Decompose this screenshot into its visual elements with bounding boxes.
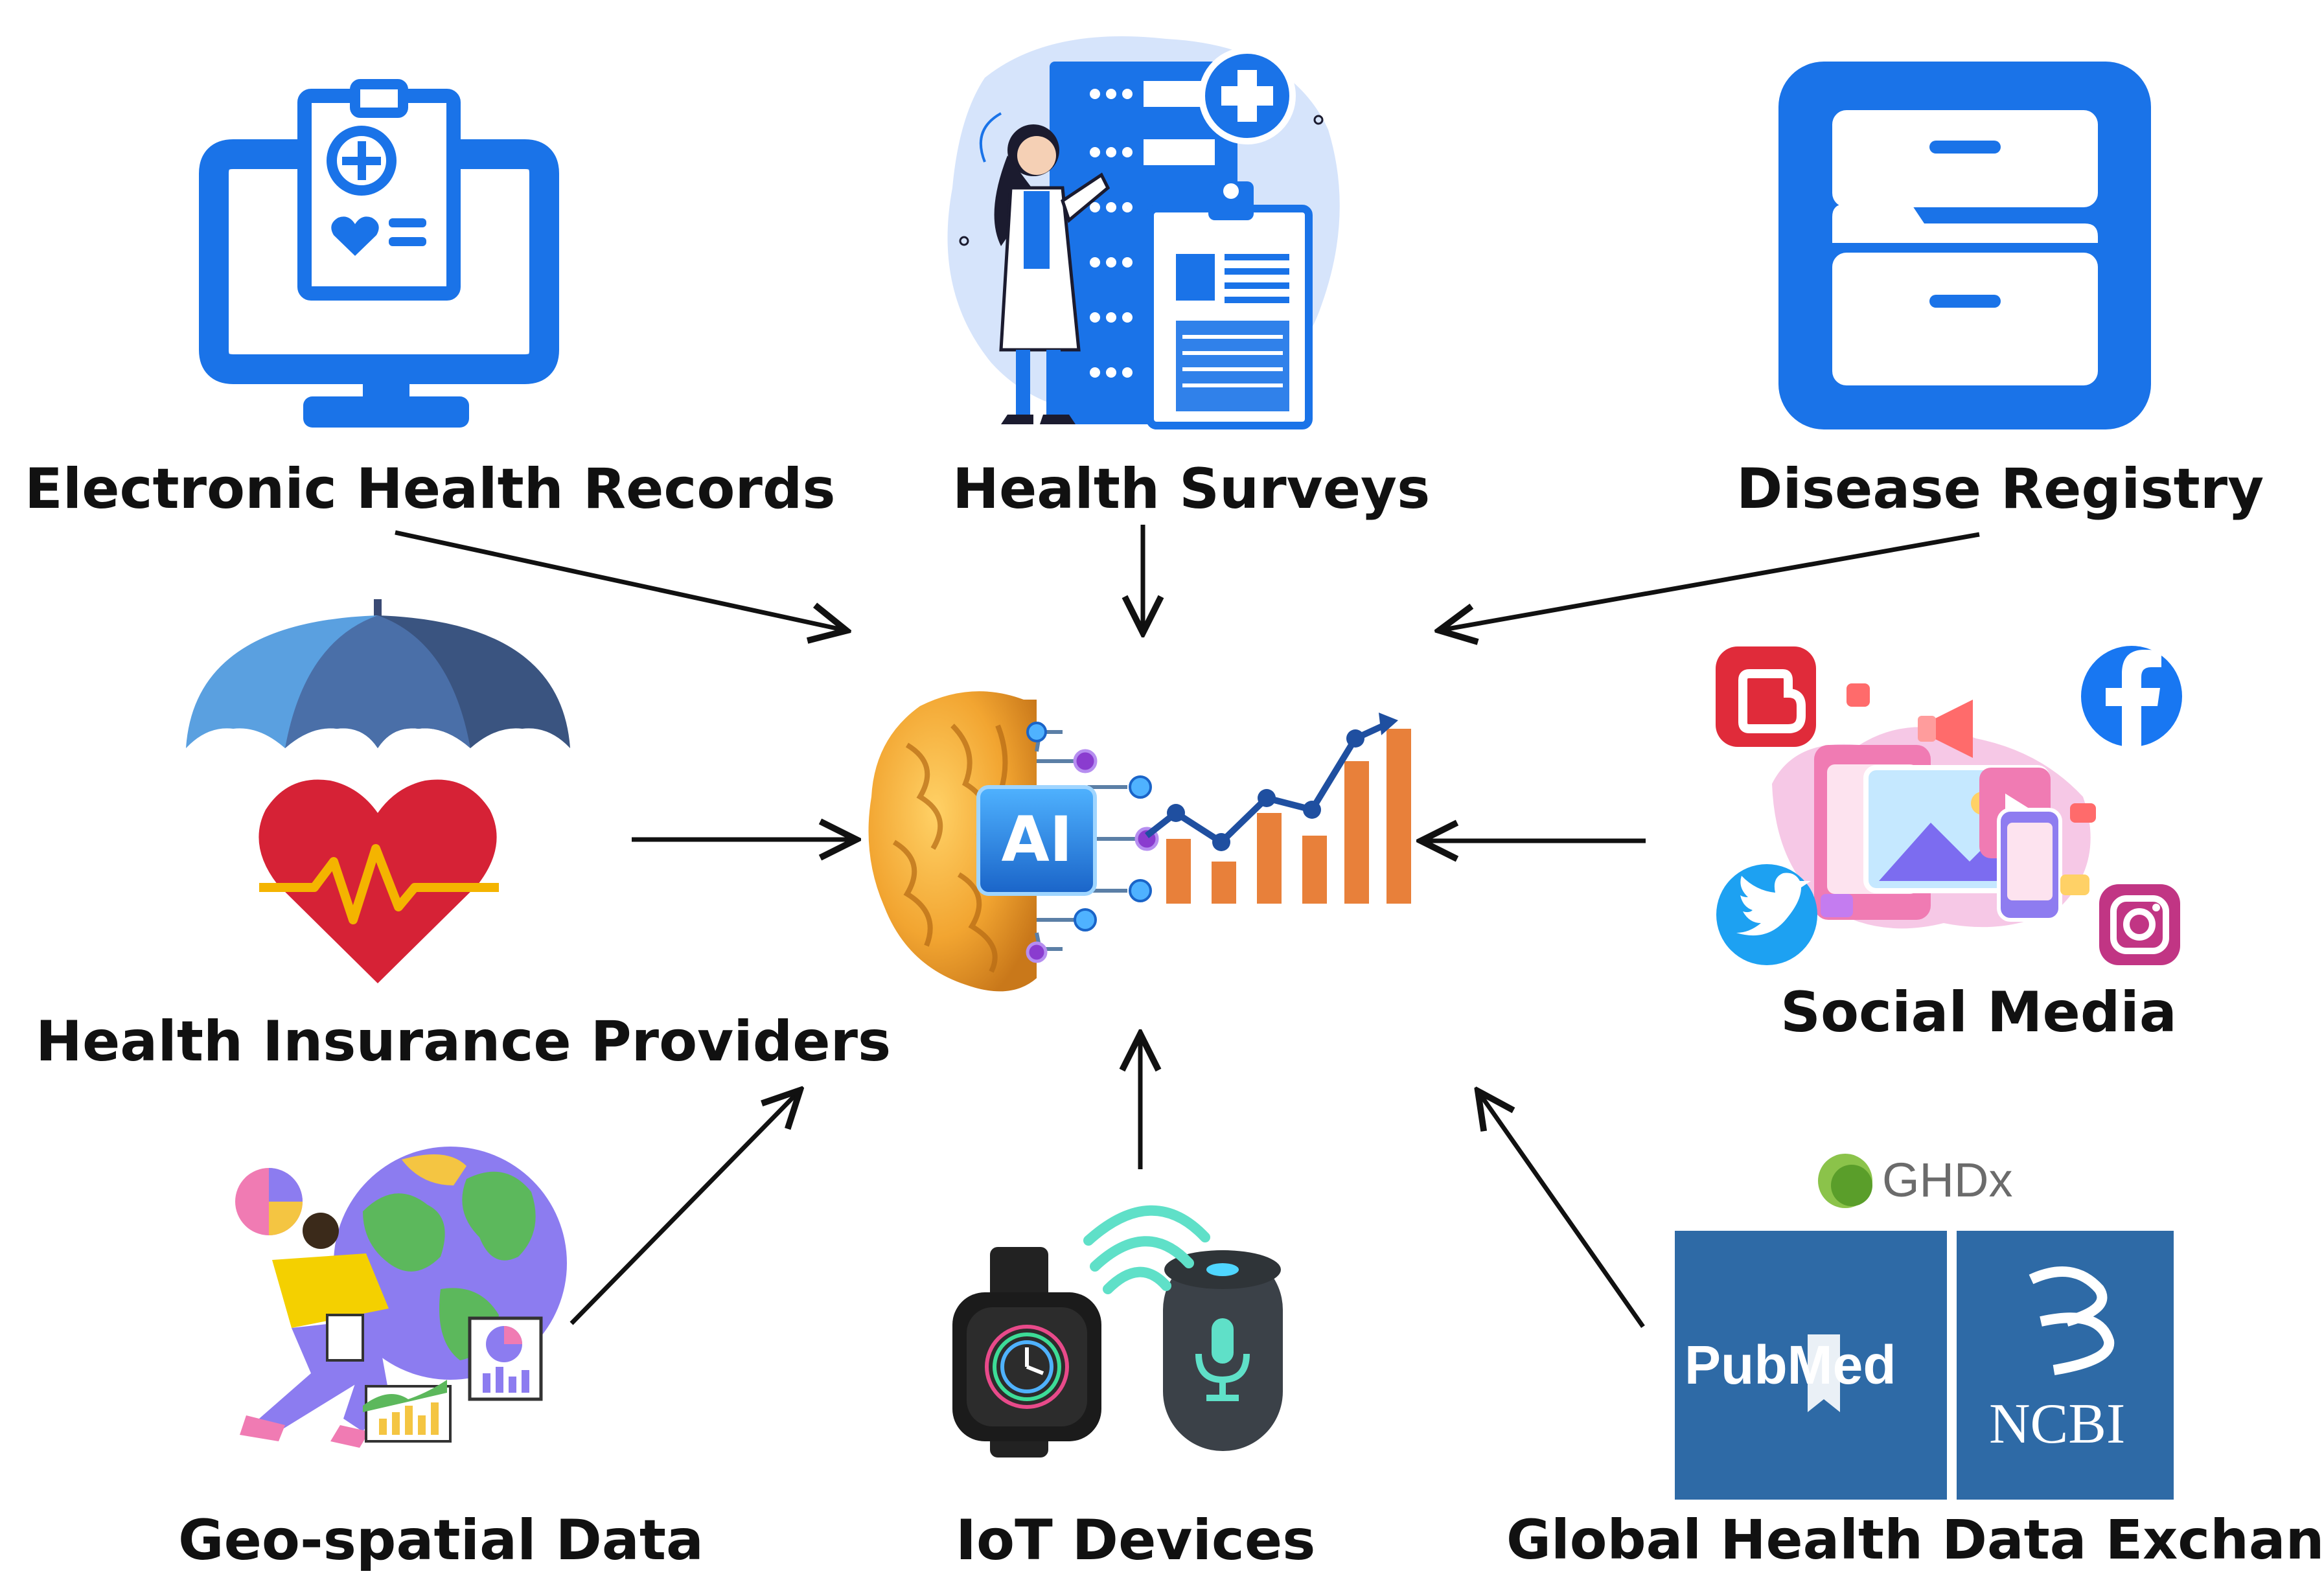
arrows: [395, 525, 1980, 1329]
pubmed-logo-text: PubMed: [1685, 1334, 1896, 1395]
pubmed-bookmark-icon: [1808, 1334, 1840, 1412]
label-electronic-health-records: Electronic Health Records: [25, 457, 836, 521]
umbrella-heart-icon: [186, 599, 570, 983]
label-global-health-data-exchange: Global Health Data Exchange: [1506, 1508, 2324, 1572]
ghdx-logo-icon: [1818, 1154, 1872, 1208]
label-iot-devices: IoT Devices: [956, 1508, 1316, 1573]
label-health-insurance-providers: Health Insurance Providers: [36, 1009, 892, 1074]
geo-spatial-illustration: [235, 1147, 567, 1448]
arrow-ghdx: [1480, 1095, 1645, 1329]
monitor-clipboard-icon: [199, 79, 559, 428]
arrow-registry: [1444, 532, 1980, 630]
ai-brain-analytics-icon: [868, 691, 1411, 992]
ncbi-logo-text: NCBI: [1989, 1393, 2126, 1456]
arrow-ehr: [395, 530, 842, 630]
iot-devices-illustration: [952, 1205, 1283, 1458]
arrow-geo: [569, 1093, 797, 1325]
ncbi-helix-icon: [2029, 1266, 2115, 1375]
label-disease-registry: Disease Registry: [1736, 457, 2264, 521]
ghdx-logo-text: GHDx: [1882, 1153, 2013, 1207]
file-cabinet-icon: [1778, 62, 2151, 429]
health-survey-illustration: [947, 36, 1340, 429]
label-geo-spatial-data: Geo-spatial Data: [178, 1508, 704, 1573]
label-health-surveys: Health Surveys: [952, 457, 1431, 521]
ai-chip-label: AI: [1001, 803, 1073, 876]
social-media-collage: [1716, 646, 2182, 965]
label-social-media: Social Media: [1780, 980, 2177, 1045]
